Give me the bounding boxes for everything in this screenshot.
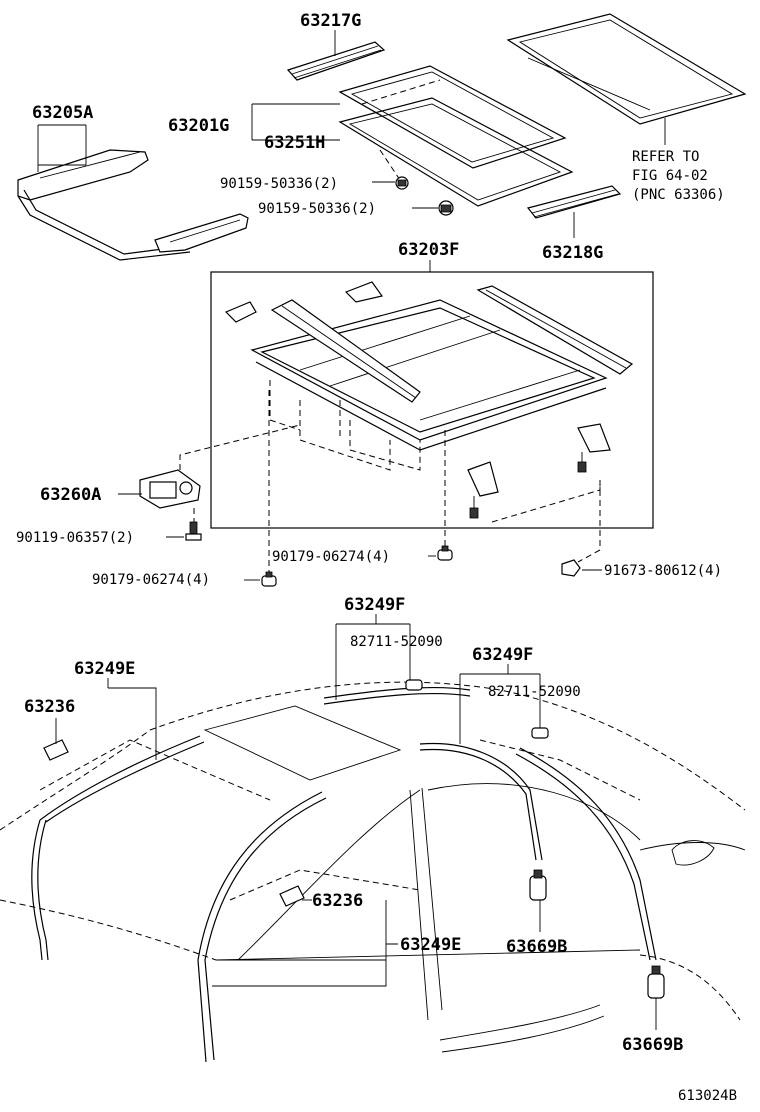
label-82711-b: 82711-52090 (488, 684, 581, 700)
leader-63249e-a (107, 678, 157, 760)
label-63260a: 63260A (40, 485, 101, 505)
clip-90179-b (261, 571, 277, 587)
leader-63249f-a (335, 614, 411, 700)
dash-glass-bolt (379, 149, 401, 181)
label-91673: 91673-80612(4) (604, 563, 722, 579)
label-90179-b: 90179-06274(4) (92, 572, 210, 588)
bolt-90159-b (438, 200, 454, 216)
joint-82711-b (531, 727, 549, 739)
screw-90119 (185, 521, 202, 541)
label-90159-b: 90159-50336(2) (258, 201, 376, 217)
bolt-90159-a (395, 176, 409, 190)
part-63251h-weatherstrip (338, 97, 574, 207)
part-63205a-drive-rails (17, 149, 249, 261)
label-63217g: 63217G (300, 11, 361, 31)
label-63251h: 63251H (264, 133, 325, 153)
label-63205a: 63205A (32, 103, 93, 123)
label-refer-2: FIG 64-02 (632, 168, 708, 184)
nut-91673 (561, 559, 581, 577)
clip-90179-a (437, 545, 453, 561)
label-63249f-a: 63249F (344, 595, 405, 615)
part-63217g-rail (286, 41, 386, 81)
label-63669b-a: 63669B (506, 937, 567, 957)
grommet-63669b-b (647, 965, 665, 999)
label-63218g: 63218G (542, 243, 603, 263)
label-63201g: 63201G (168, 116, 229, 136)
label-63249f-b: 63249F (472, 645, 533, 665)
part-sunshade-reference (506, 13, 747, 125)
label-refer-1: REFER TO (632, 149, 699, 165)
leader-63249e-b (212, 900, 398, 987)
grommet-63669b-a (529, 869, 547, 901)
leader-63201g-63251h (251, 103, 340, 141)
frame-assembly-box (210, 271, 654, 529)
label-90159-a: 90159-50336(2) (220, 176, 338, 192)
label-63249e-b: 63249E (400, 935, 461, 955)
part-63203f-frame (224, 281, 634, 519)
frame-guide-dashes-2 (491, 480, 601, 523)
label-63236-b: 63236 (312, 891, 363, 911)
frame-guide-dashes (269, 380, 421, 471)
label-90119: 90119-06357(2) (16, 530, 134, 546)
car-body-outline (0, 681, 746, 1053)
label-90179-a: 90179-06274(4) (272, 549, 390, 565)
motor-guide-dash (179, 424, 301, 470)
label-82711-a: 82711-52090 (350, 634, 443, 650)
label-63236-a: 63236 (24, 697, 75, 717)
part-63218g-rail (526, 185, 622, 219)
leader-63249f-b (459, 664, 541, 744)
leader-63205a (37, 125, 87, 172)
joint-82711-a (405, 679, 423, 691)
clip-63236-b (279, 885, 305, 907)
label-refer-3: (PNC 63306) (632, 187, 725, 203)
label-63669b-b: 63669B (622, 1035, 683, 1055)
figure-number: 613024B (678, 1088, 737, 1104)
dash-91673 (577, 480, 601, 563)
label-63249e-a: 63249E (74, 659, 135, 679)
drain-hoses (31, 686, 657, 1063)
label-63203f: 63203F (398, 240, 459, 260)
part-63260a-motor (139, 469, 201, 509)
part-63201g-glass (338, 65, 567, 169)
